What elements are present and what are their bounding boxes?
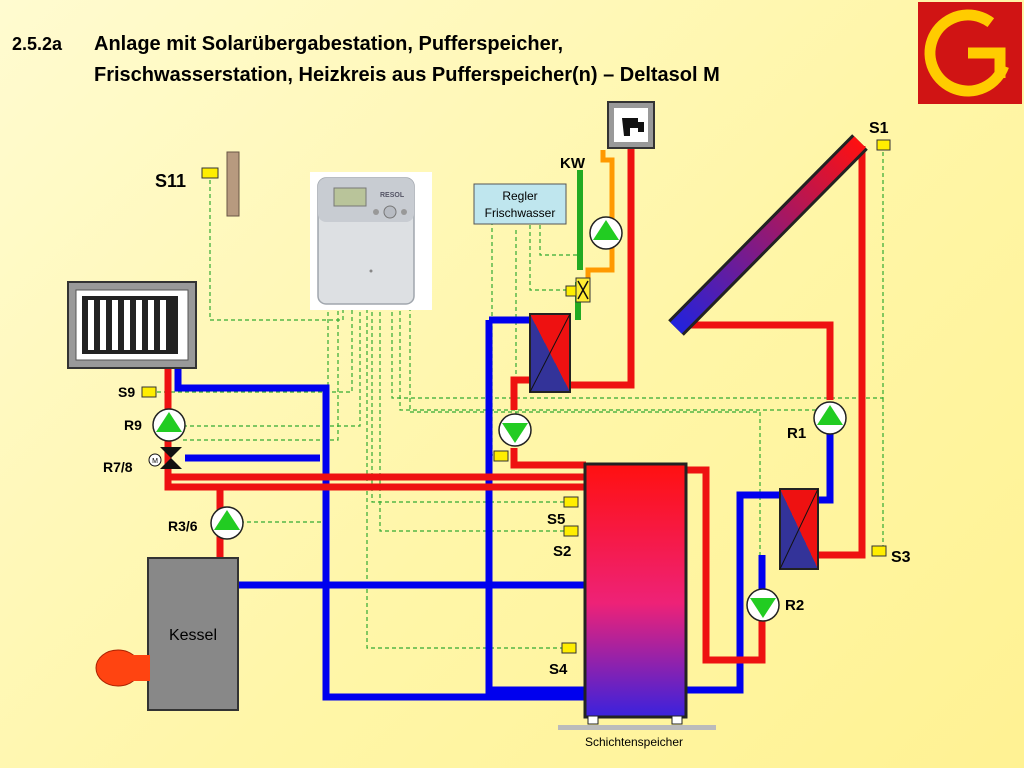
fresh-water-controller-line1: Regler [502,189,537,203]
controller-deltasol-m[interactable]: RESOL [310,172,432,310]
section-number: 2.5.2a [12,34,63,54]
motor-label: M [152,458,158,465]
label-s4: S4 [549,661,568,678]
sensor-s1 [876,139,891,151]
label-r3-6: R3/6 [168,518,198,534]
sensor-s9 [141,386,157,398]
storage-tank [558,462,716,730]
label-s2: S2 [553,543,571,560]
boiler: Kessel [95,557,239,711]
sensor-s5 [563,496,579,508]
pump-r3-6[interactable] [210,506,244,540]
fresh-water-controller[interactable]: Regler Frischwasser [473,183,567,225]
pump-freshwater[interactable] [589,216,623,250]
fresh-water-controller-line2: Frischwasser [485,206,556,220]
company-logo [918,2,1022,104]
label-r1: R1 [787,425,806,442]
label-s11: S11 [155,171,186,191]
label-kw: KW [560,155,586,172]
label-s5: S5 [547,511,565,528]
sensor-s3 [871,545,887,557]
pump-loading[interactable] [498,413,532,447]
wall-icon [226,151,240,217]
heat-exchanger-solar [779,488,819,570]
label-r2: R2 [785,597,804,614]
fresh-water-valve[interactable] [575,277,591,303]
sensor-s11 [201,167,219,179]
label-r9: R9 [124,417,142,433]
pipes [164,146,866,701]
solar-collector [668,134,868,336]
radiator [67,281,197,369]
storage-tank-label: Schichtenspeicher [585,735,683,749]
label-s1: S1 [869,120,889,137]
controller-brand: RESOL [380,192,405,199]
label-r7-8: R7/8 [103,459,133,475]
boiler-label: Kessel [169,627,217,644]
label-s3: S3 [891,549,911,566]
pump-r9[interactable] [152,408,186,442]
title-line-1: Anlage mit Solarübergabestation, Puffers… [94,33,563,55]
sensor-s4 [561,642,577,654]
pump-r1[interactable] [813,401,847,435]
tap-icon [607,101,655,149]
title-line-2: Frischwasserstation, Heizkreis aus Puffe… [94,64,720,86]
mixing-valve-r7-8[interactable]: M [148,447,182,469]
heat-exchanger-freshwater [529,313,571,393]
label-s9: S9 [118,384,135,400]
sensor-valve [565,285,577,297]
pump-r2[interactable] [746,588,780,622]
sensor-s2 [563,525,579,537]
sensor-loading [493,450,509,462]
